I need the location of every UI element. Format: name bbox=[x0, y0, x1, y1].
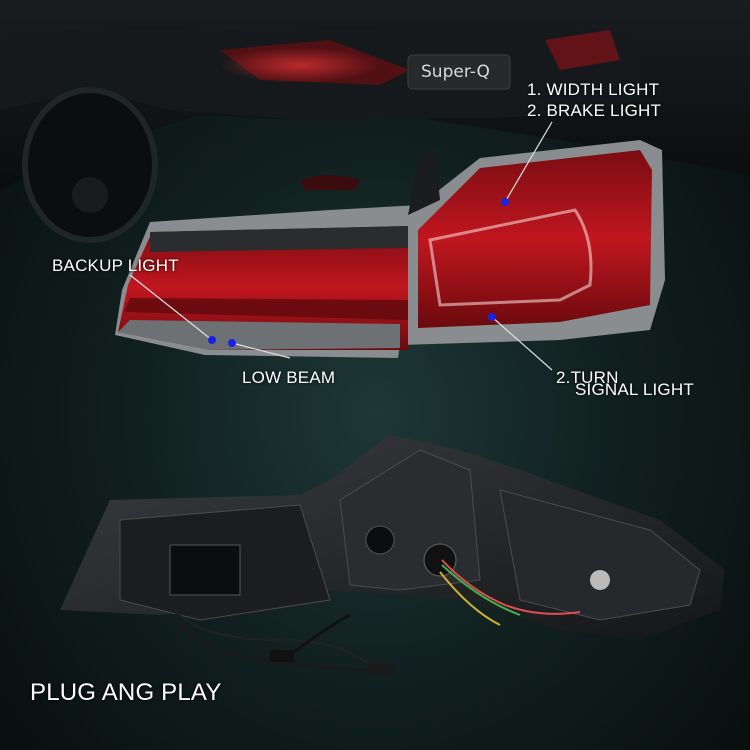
taillight-back-view bbox=[60, 435, 725, 675]
low-beam-label: LOW BEAM bbox=[242, 368, 336, 387]
brand-badge: Super-Q bbox=[421, 62, 490, 82]
plug-and-play-caption: PLUG ANG PLAY bbox=[30, 679, 222, 706]
turn-signal-label-line1: 2.TURN bbox=[556, 368, 619, 387]
taillight-assembly-top bbox=[115, 140, 665, 358]
callouts bbox=[129, 121, 553, 371]
turn-signal-label-line2: SIGNAL LIGHT bbox=[575, 380, 694, 399]
width-light-label: 1. WIDTH LIGHT bbox=[527, 80, 660, 99]
backup-light-label: BACKUP LIGHT bbox=[52, 256, 179, 275]
brake-light-label: 2. BRAKE LIGHT bbox=[527, 101, 662, 120]
car-background bbox=[0, 0, 750, 243]
